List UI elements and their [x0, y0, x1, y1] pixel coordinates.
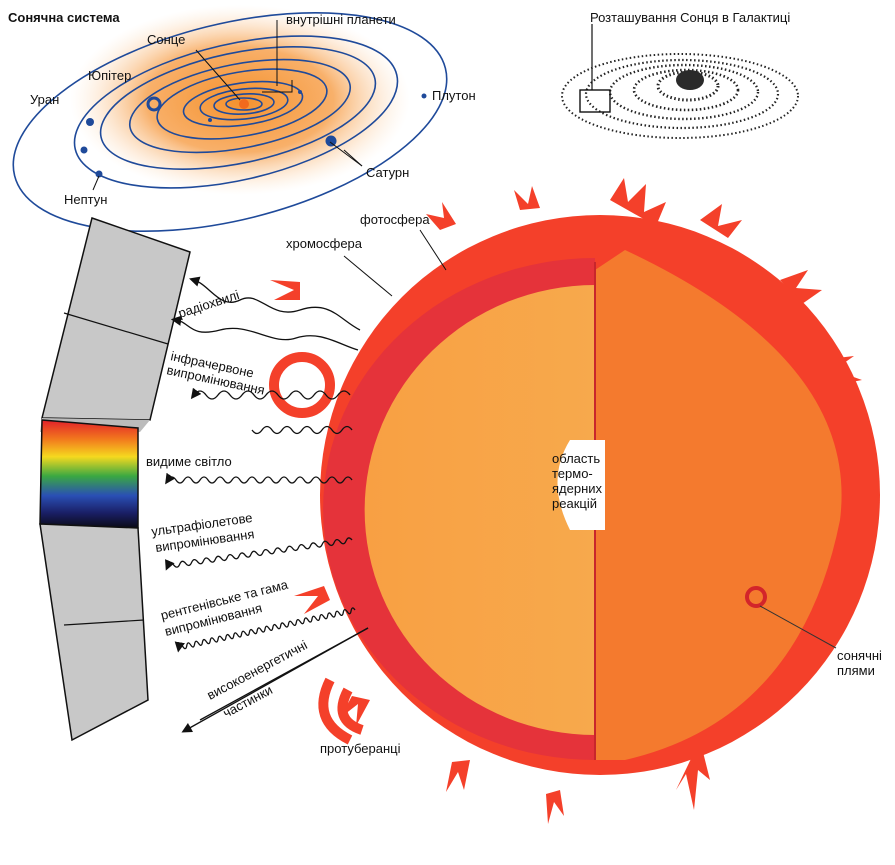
inner-planets-label: внутрішні планети	[286, 12, 396, 27]
orbit-lines	[12, 11, 448, 233]
uranus-label: Уран	[30, 92, 59, 107]
neptune-label: Нептун	[64, 192, 107, 207]
ultraviolet-wave	[165, 537, 353, 571]
visible-spectrum	[39, 419, 139, 529]
sun-leaders	[343, 229, 447, 297]
radiation-waves	[165, 276, 369, 733]
sun-right-half	[595, 250, 842, 760]
sunspots-label-line-2: плями	[837, 663, 875, 678]
spectrum-band	[39, 217, 191, 742]
radio-wave-2	[170, 315, 359, 351]
radio-wave	[189, 276, 361, 331]
visible-label: видиме світло	[146, 454, 232, 469]
sunspot-leader	[759, 605, 837, 649]
band-lower	[39, 523, 149, 742]
jupiter-label: Юпітер	[88, 68, 131, 83]
radio-label: радіохвилі	[176, 287, 241, 321]
core-label-line-1: область	[552, 451, 600, 466]
solar-system-title: Сонячна система	[8, 10, 120, 25]
sun-location-box	[579, 89, 611, 113]
galaxy-spiral	[561, 53, 799, 139]
planet-dots	[80, 90, 427, 178]
core-region	[557, 440, 605, 530]
sun-dot	[239, 99, 249, 109]
sunspot	[745, 586, 767, 608]
infrared-wave-2	[251, 425, 353, 435]
prominences-label: протуберанці	[320, 741, 401, 756]
galactic-bulge	[676, 70, 704, 90]
sun-label: Сонце	[147, 32, 185, 47]
xray-wave	[174, 607, 356, 653]
particles-arrow	[181, 627, 369, 733]
galaxy-panel: Розташування Сонця в Галактиці	[561, 10, 799, 139]
core-label-line-4: реакцій	[552, 496, 597, 511]
solar-system-panel: Сонячна система Сонце внутрішні планети …	[8, 5, 476, 233]
prominence-loops	[269, 352, 364, 745]
infrared-wave	[190, 387, 351, 400]
galaxy-title: Розташування Сонця в Галактиці	[590, 10, 790, 25]
band-dividers	[63, 312, 169, 626]
core-label-line-3: ядерних	[552, 481, 603, 496]
sun-body: фотосфера хромосфера область термо- ядер…	[269, 178, 882, 824]
band-upper	[41, 217, 191, 421]
saturn-label: Сатурн	[366, 165, 409, 180]
photosphere-label: фотосфера	[360, 212, 430, 227]
solar-leader-lines	[92, 20, 363, 191]
visible-wave	[165, 472, 353, 485]
chromosphere-label: хромосфера	[286, 236, 363, 251]
radiation-labels: радіохвилі інфрачервоне випромінювання в…	[146, 287, 310, 721]
pluto-label: Плутон	[432, 88, 476, 103]
sunspots-label-line-1: сонячні	[837, 648, 882, 663]
core-label-line-2: термо-	[552, 466, 593, 481]
sun-interior	[364, 285, 595, 735]
